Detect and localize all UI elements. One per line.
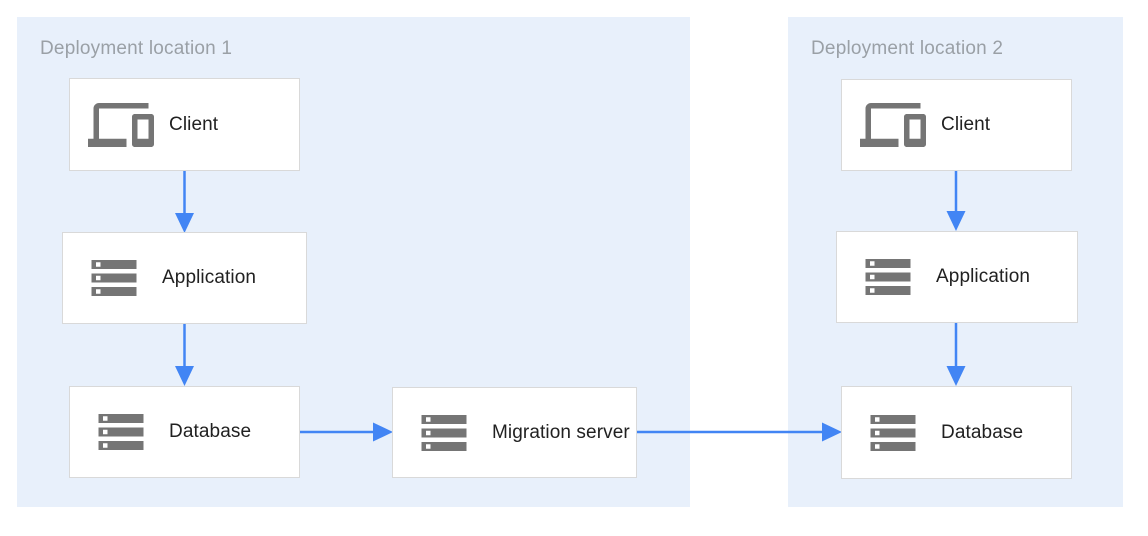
node-application-1: Application (62, 232, 307, 324)
node-database-2: Database (841, 386, 1072, 479)
server-icon (80, 251, 148, 305)
region-title: Deployment location 1 (40, 38, 233, 59)
devices-icon (87, 92, 155, 158)
node-migration-server: Migration server (392, 387, 637, 478)
node-label: Application (162, 267, 257, 289)
server-icon (87, 405, 155, 459)
node-client-2: Client (841, 79, 1072, 171)
node-label: Application (936, 266, 1031, 288)
region-title: Deployment location 2 (811, 38, 1004, 59)
devices-icon (859, 92, 927, 158)
node-label: Migration server (492, 421, 630, 443)
server-icon (859, 406, 927, 460)
node-database-1: Database (69, 386, 300, 478)
node-label: Client (941, 114, 991, 136)
node-application-2: Application (836, 231, 1078, 323)
node-label: Database (169, 421, 252, 443)
node-label: Client (169, 113, 219, 135)
node-label: Database (941, 421, 1024, 443)
node-client-1: Client (69, 78, 300, 171)
server-icon (410, 406, 478, 460)
server-icon (854, 250, 922, 304)
